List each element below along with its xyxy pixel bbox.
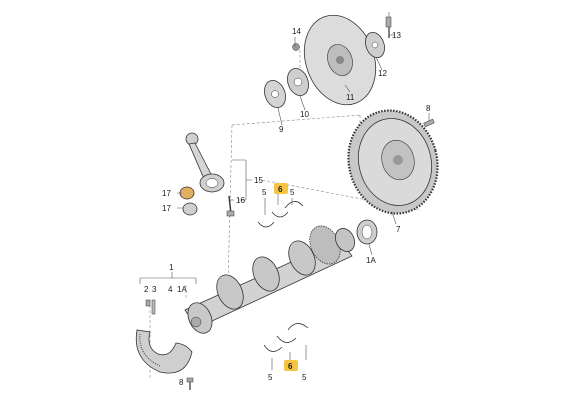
callout-7: 7 <box>396 225 401 234</box>
callout-1a-left: 1A <box>177 285 187 294</box>
flywheel <box>347 109 439 215</box>
spacer-ring-10 <box>287 68 309 96</box>
bolt-13 <box>385 16 392 38</box>
rod-bearing-17 <box>179 186 198 216</box>
rod-bolt-16 <box>226 195 235 217</box>
callout-3: 3 <box>152 285 157 294</box>
callout-labels: 14 13 12 11 10 9 8 7 1A 15 16 17 17 5 6 … <box>144 27 431 387</box>
callout-12: 12 <box>378 69 387 78</box>
connecting-rod <box>185 132 225 193</box>
highlight-badge-bottom <box>284 360 298 371</box>
callout-1: 1 <box>169 263 174 272</box>
bearing-shells-bottom <box>263 323 309 352</box>
sealing-flange <box>135 329 193 374</box>
callout-8-bottom: 8 <box>179 378 184 387</box>
callout-17-a: 17 <box>162 189 171 198</box>
callout-14: 14 <box>292 27 301 36</box>
spacer-plate-9 <box>264 80 286 108</box>
callout-9: 9 <box>279 125 284 134</box>
callout-1a-right: 1A <box>366 256 376 265</box>
thrust-washer-1a <box>356 219 378 245</box>
highlight-badge-top <box>274 183 288 194</box>
callout-5-top-a: 5 <box>262 188 267 197</box>
bearing-shells-top <box>257 201 304 228</box>
callout-2: 2 <box>144 285 149 294</box>
callout-4: 4 <box>168 285 173 294</box>
bolt-14 <box>292 43 300 51</box>
callout-17-b: 17 <box>162 204 171 213</box>
callout-5-top-b: 5 <box>290 188 295 197</box>
leader-lines <box>139 12 430 370</box>
callout-6-top: 6 <box>278 185 283 194</box>
callout-15: 15 <box>254 176 263 185</box>
callout-6-bottom: 6 <box>288 362 293 371</box>
callout-10: 10 <box>300 110 309 119</box>
shim-plate-12 <box>365 32 385 58</box>
callout-16: 16 <box>236 196 245 205</box>
callout-5-bottom-b: 5 <box>302 373 307 382</box>
drive-plate <box>303 14 377 106</box>
crankshaft <box>184 225 356 334</box>
bolt-8-bottom <box>186 377 194 390</box>
callout-13: 13 <box>392 31 401 40</box>
bolts-2-3 <box>145 299 156 315</box>
callout-5-bottom-a: 5 <box>268 373 273 382</box>
callout-8-top: 8 <box>426 104 431 113</box>
bolt-8-top <box>423 118 435 128</box>
callout-11: 11 <box>346 93 355 102</box>
